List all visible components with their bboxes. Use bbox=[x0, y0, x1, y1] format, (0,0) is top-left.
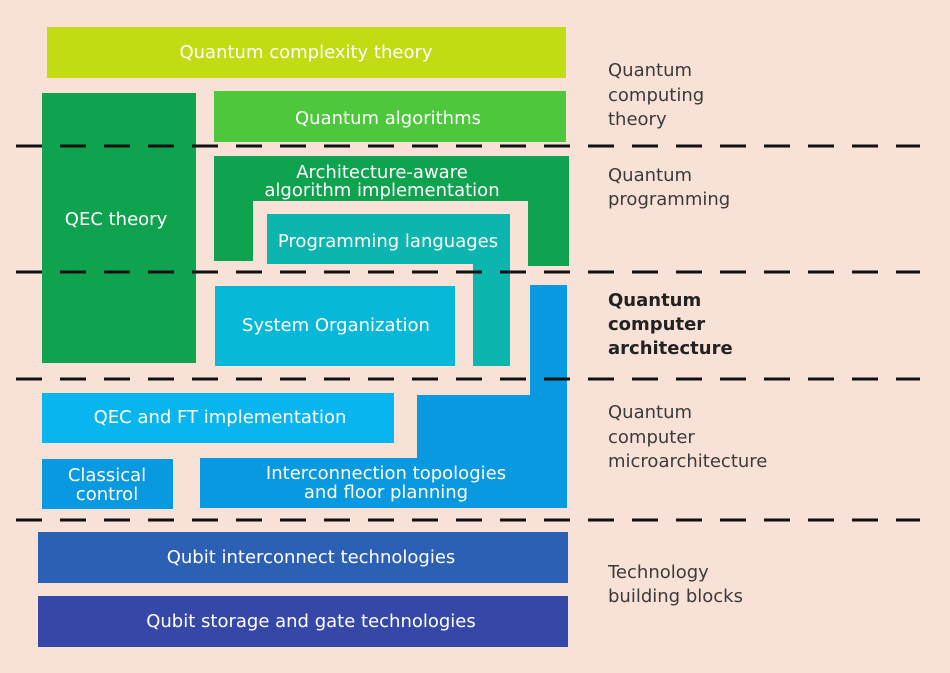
svg-text:Quantum: Quantum bbox=[608, 60, 692, 81]
qubit-storage-label: Qubit storage and gate technologies bbox=[146, 611, 476, 632]
interconnection-topologies-block bbox=[200, 285, 567, 508]
layer-label-architecture: Quantum computer architecture bbox=[608, 290, 733, 359]
qubit-interconnect-label: Qubit interconnect technologies bbox=[167, 547, 456, 568]
svg-text:computer: computer bbox=[608, 314, 705, 335]
classical-control-block bbox=[42, 459, 173, 509]
classical-control-label: Classical bbox=[68, 465, 146, 486]
system-organization-label: System Organization bbox=[242, 315, 430, 336]
svg-text:Quantum: Quantum bbox=[608, 402, 692, 423]
interconnection-topologies-label: and floor planning bbox=[304, 482, 468, 503]
programming-languages-block bbox=[267, 214, 510, 366]
layer-label-programming: Quantum programming bbox=[608, 165, 730, 210]
svg-text:theory: theory bbox=[608, 109, 667, 130]
qubit-interconnect-block bbox=[38, 532, 568, 583]
programming-languages-label: Programming languages bbox=[278, 231, 498, 252]
qec-ft-implementation-label: QEC and FT implementation bbox=[94, 407, 347, 428]
layer-label-technology: Technology building blocks bbox=[607, 562, 743, 607]
qec-ft-implementation-block bbox=[42, 393, 394, 443]
layer-label-microarchitecture: Quantum computer microarchitecture bbox=[608, 402, 767, 472]
svg-text:computer: computer bbox=[608, 427, 695, 448]
quantum-complexity-theory-block bbox=[47, 27, 566, 78]
system-organization-block bbox=[215, 286, 455, 366]
qec-theory-block bbox=[42, 93, 196, 363]
interconnection-topologies-label: Interconnection topologies bbox=[266, 463, 506, 484]
architecture-aware-label: algorithm implementation bbox=[264, 180, 499, 201]
qubit-storage-block bbox=[38, 596, 568, 647]
svg-text:architecture: architecture bbox=[608, 338, 733, 359]
quantum-algorithms-label: Quantum algorithms bbox=[295, 108, 481, 129]
architecture-aware-block bbox=[214, 156, 569, 266]
svg-text:building blocks: building blocks bbox=[608, 586, 743, 607]
svg-text:computing: computing bbox=[608, 85, 704, 106]
svg-text:microarchitecture: microarchitecture bbox=[608, 451, 767, 472]
svg-text:Quantum: Quantum bbox=[608, 165, 692, 186]
architecture-aware-label: Architecture-aware bbox=[296, 162, 468, 183]
quantum-complexity-theory-label: Quantum complexity theory bbox=[179, 42, 432, 63]
svg-text:Quantum: Quantum bbox=[608, 290, 701, 311]
classical-control-label: control bbox=[76, 484, 138, 505]
qec-theory-label: QEC theory bbox=[65, 209, 168, 230]
layer-label-theory: Quantum computing theory bbox=[608, 60, 704, 130]
svg-text:Technology: Technology bbox=[607, 562, 709, 583]
svg-text:programming: programming bbox=[608, 189, 730, 210]
quantum-algorithms-block bbox=[214, 91, 566, 142]
